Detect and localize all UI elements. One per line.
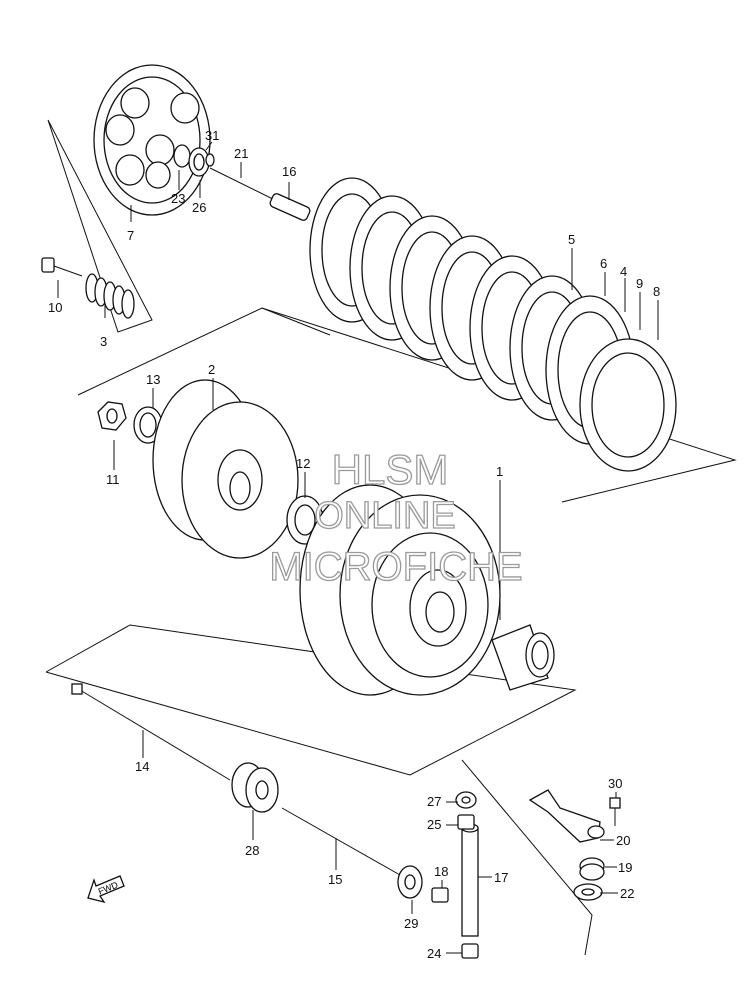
bearing-small[interactable]	[457, 814, 475, 830]
leader-lines	[57, 141, 659, 954]
spring-seat[interactable]	[579, 338, 677, 472]
callout-1: 1	[496, 464, 503, 479]
pressure-plate[interactable]	[93, 64, 211, 216]
callout-9: 9	[636, 276, 643, 291]
driven-gear-spacer[interactable]	[491, 624, 555, 691]
clutch-spring[interactable]	[85, 273, 135, 319]
needle-bearing[interactable]	[397, 865, 423, 899]
callout-19: 19	[618, 860, 632, 875]
callout-26: 26	[192, 200, 206, 215]
callout-3: 3	[100, 334, 107, 349]
callout-11: 11	[106, 472, 120, 487]
release-spring[interactable]	[579, 857, 605, 881]
push-rod-left[interactable]	[71, 683, 231, 781]
callout-29: 29	[404, 916, 418, 931]
callout-7: 7	[127, 228, 134, 243]
watermark-line-2: ONLINE	[314, 495, 455, 537]
callout-28: 28	[245, 843, 259, 858]
release-pin[interactable]	[431, 887, 449, 903]
plain-washer[interactable]	[573, 883, 603, 901]
callout-6: 6	[600, 256, 607, 271]
callout-15: 15	[328, 872, 342, 887]
callout-25: 25	[427, 817, 441, 832]
callout-27: 27	[427, 794, 441, 809]
spring-bolt[interactable]	[41, 257, 83, 277]
release-rod[interactable]	[281, 807, 401, 876]
release-camshaft[interactable]	[461, 823, 479, 937]
release-bearing-set[interactable]	[173, 144, 215, 177]
callout-24: 24	[427, 946, 441, 961]
callout-30: 30	[608, 776, 622, 791]
callout-13: 13	[146, 372, 160, 387]
forward-arrow-label: FWD	[97, 879, 120, 896]
callout-5: 5	[568, 232, 575, 247]
callout-16: 16	[282, 164, 296, 179]
callout-14: 14	[135, 759, 149, 774]
callout-18: 18	[434, 864, 448, 879]
callout-22: 22	[620, 886, 634, 901]
oil-seal-small[interactable]	[455, 791, 477, 809]
clutch-sleeve-hub[interactable]	[152, 379, 299, 559]
callout-21: 21	[234, 146, 248, 161]
callout-4: 4	[620, 264, 627, 279]
callout-12: 12	[296, 456, 310, 471]
watermark-line-3: MICROFICHE	[269, 545, 522, 589]
push-piece[interactable]	[269, 192, 311, 221]
group-outlines	[45, 119, 737, 956]
callout-31: 31	[205, 128, 219, 143]
callout-10: 10	[48, 300, 62, 315]
callout-2: 2	[208, 362, 215, 377]
callouts: 1 2 3 4 5 6 7 8 9 10 11 12 13 14 15 16 1…	[48, 128, 660, 961]
bearing-lower[interactable]	[461, 943, 479, 959]
watermark-line-1: HLSM	[332, 446, 449, 493]
release-arm-bolt[interactable]	[609, 797, 621, 826]
clutch-sleeve-hub-nut[interactable]	[97, 401, 127, 431]
release-arm[interactable]	[528, 789, 605, 843]
primary-driven-gear-assembly[interactable]	[299, 484, 501, 696]
callout-17: 17	[494, 870, 508, 885]
callout-8: 8	[653, 284, 660, 299]
oil-seal[interactable]	[231, 762, 279, 813]
callout-20: 20	[616, 833, 630, 848]
callout-23: 23	[171, 191, 185, 206]
forward-arrow: FWD	[87, 875, 125, 904]
watermark: HLSM ONLINE MICROFICHE	[269, 445, 524, 589]
